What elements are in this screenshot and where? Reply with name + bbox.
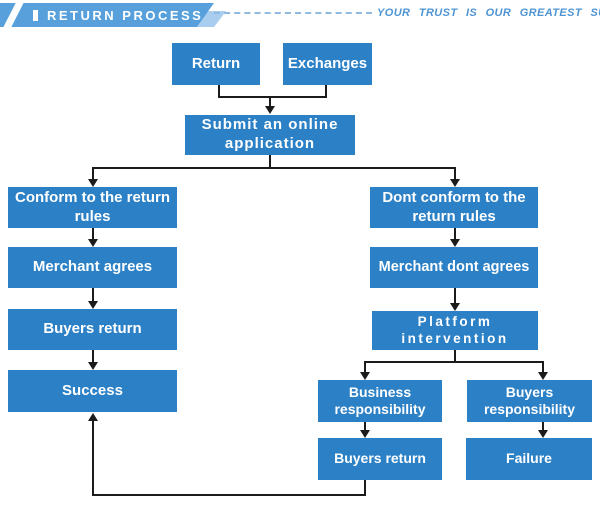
header-dashed-line	[214, 12, 372, 14]
arrowhead-down-icon	[538, 430, 548, 438]
arrowhead-down-icon	[88, 301, 98, 309]
node-dont-conform-rules: Dont conform to the return rules	[370, 187, 538, 228]
connector-line	[454, 350, 456, 363]
connector-line	[92, 350, 94, 362]
arrowhead-down-icon	[360, 430, 370, 438]
node-merchant-dont-agrees: Merchant dont agrees	[370, 247, 538, 288]
connector-line	[92, 167, 456, 169]
node-submit-application: Submit an online application	[185, 115, 355, 155]
connector-line	[542, 361, 544, 372]
node-merchant-agrees: Merchant agrees	[8, 247, 177, 288]
node-failure: Failure	[466, 438, 592, 480]
connector-line	[364, 361, 366, 372]
connector-line	[218, 85, 220, 98]
connector-line	[542, 422, 544, 431]
connector-line	[454, 228, 456, 239]
arrowhead-down-icon	[265, 106, 275, 114]
connector-line	[364, 361, 544, 363]
node-buyers-return-right: Buyers return	[318, 438, 442, 480]
title-bar-icon	[33, 10, 38, 21]
node-platform-intervention: Platform intervention	[372, 311, 538, 350]
connector-line	[364, 480, 366, 496]
arrowhead-down-icon	[88, 179, 98, 187]
connector-line	[269, 155, 271, 169]
node-business-responsibility: Business responsibility	[318, 380, 442, 422]
node-buyers-responsibility: Buyers responsibility	[467, 380, 592, 422]
node-conform-rules: Conform to the return rules	[8, 187, 177, 228]
arrowhead-down-icon	[88, 239, 98, 247]
arrowhead-down-icon	[88, 362, 98, 370]
arrowhead-down-icon	[450, 303, 460, 311]
connector-line	[454, 167, 456, 179]
connector-line	[218, 96, 327, 98]
arrowhead-down-icon	[538, 372, 548, 380]
arrowhead-down-icon	[450, 179, 460, 187]
connector-line	[454, 288, 456, 303]
node-success: Success	[8, 370, 177, 412]
page-title: RETURN PROCESS	[47, 8, 204, 23]
connector-line	[92, 167, 94, 179]
connector-line	[92, 420, 94, 496]
node-return: Return	[172, 43, 260, 85]
connector-line	[92, 288, 94, 301]
arrowhead-up-icon	[88, 413, 98, 421]
connector-line	[269, 96, 271, 107]
node-buyers-return-left: Buyers return	[8, 309, 177, 350]
header-slogan: YOUR TRUST IS OUR GREATEST SUPPORT	[377, 7, 600, 19]
arrowhead-down-icon	[360, 372, 370, 380]
arrowhead-down-icon	[450, 239, 460, 247]
connector-line	[92, 494, 366, 496]
connector-line	[364, 422, 366, 431]
node-exchanges: Exchanges	[283, 43, 372, 85]
connector-line	[325, 85, 327, 98]
connector-line	[92, 228, 94, 239]
